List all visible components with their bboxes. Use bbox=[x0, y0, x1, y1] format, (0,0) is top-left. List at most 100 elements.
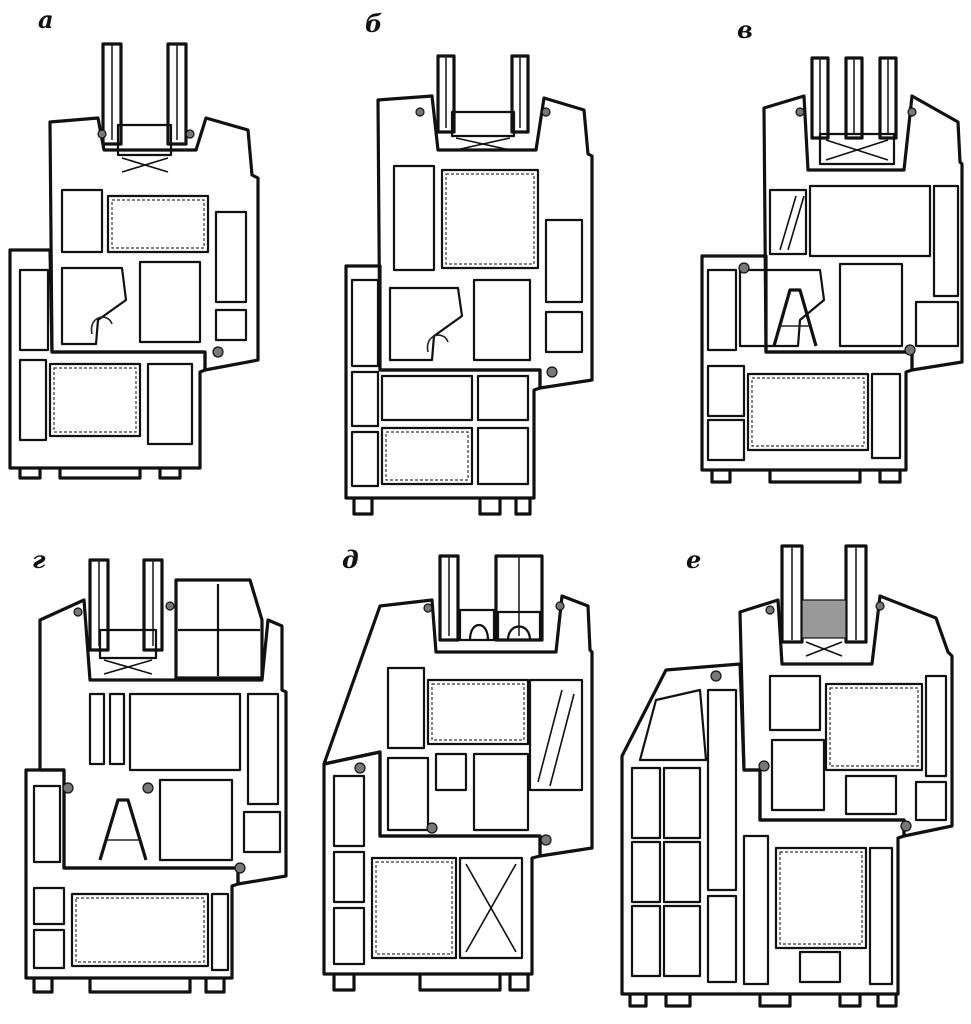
gasket bbox=[62, 782, 74, 794]
chamber bbox=[638, 688, 708, 762]
chamber bbox=[798, 950, 842, 984]
chamber bbox=[662, 840, 702, 904]
chamber bbox=[108, 692, 126, 766]
reinforcement-chamber bbox=[370, 856, 458, 960]
frame-outline bbox=[322, 750, 542, 976]
gasket bbox=[415, 107, 425, 117]
chamber bbox=[332, 774, 366, 848]
chamber bbox=[392, 164, 436, 272]
chamber bbox=[32, 928, 66, 970]
gasket bbox=[758, 760, 770, 772]
gasket bbox=[426, 822, 438, 834]
chamber bbox=[706, 688, 738, 892]
chamber bbox=[380, 374, 474, 422]
chamber bbox=[214, 308, 248, 342]
chamber bbox=[706, 418, 746, 462]
gasket bbox=[540, 834, 552, 846]
chamber bbox=[662, 904, 702, 978]
reinforcement-chamber bbox=[440, 168, 540, 270]
profile-section-a bbox=[8, 42, 260, 480]
reinforcement-chamber bbox=[380, 426, 474, 486]
panel-label-a: а bbox=[38, 5, 54, 34]
chamber bbox=[60, 266, 128, 346]
gasket bbox=[73, 607, 83, 617]
chamber bbox=[146, 362, 194, 446]
frame-outline bbox=[24, 768, 240, 980]
gasket bbox=[710, 670, 722, 682]
chamber bbox=[932, 184, 960, 298]
reinforcement-chamber bbox=[774, 846, 868, 950]
reinforcement-chamber bbox=[746, 372, 870, 452]
gasket bbox=[900, 820, 912, 832]
spacer-frame bbox=[450, 110, 516, 138]
profile-section-f bbox=[620, 544, 954, 1008]
gasket bbox=[423, 603, 433, 613]
profile-section-e bbox=[322, 554, 594, 992]
chamber bbox=[706, 894, 738, 984]
spacer-frame bbox=[818, 132, 896, 166]
chamber bbox=[738, 268, 826, 348]
profile-section-d bbox=[24, 558, 288, 994]
panel-label-c: в bbox=[737, 15, 753, 44]
sash-outline bbox=[376, 94, 594, 390]
gasket bbox=[142, 782, 154, 794]
chamber bbox=[350, 370, 380, 428]
reinforcement-chamber bbox=[106, 194, 210, 254]
chamber bbox=[770, 738, 826, 812]
gasket bbox=[765, 605, 775, 615]
chamber bbox=[528, 678, 584, 792]
chamber bbox=[158, 778, 234, 862]
stiffener-a bbox=[772, 288, 818, 347]
reinforcement-chamber bbox=[426, 678, 530, 746]
reinforcement-chamber bbox=[824, 682, 924, 772]
chamber bbox=[242, 810, 282, 854]
frame-outline bbox=[700, 254, 914, 472]
chamber bbox=[18, 268, 50, 352]
chamber bbox=[742, 834, 770, 986]
chamber bbox=[60, 188, 104, 254]
gasket bbox=[555, 601, 565, 611]
chamber bbox=[32, 784, 62, 864]
reinforcement-chamber bbox=[48, 362, 142, 438]
chamber bbox=[476, 426, 530, 486]
chamber bbox=[662, 766, 702, 840]
gasket bbox=[795, 107, 805, 117]
profile-section-b bbox=[344, 54, 594, 516]
gasket bbox=[212, 346, 224, 358]
chamber bbox=[210, 892, 230, 972]
chamber bbox=[768, 188, 808, 256]
spacer-frame bbox=[116, 123, 173, 157]
stiffener-a bbox=[98, 798, 148, 861]
gasket bbox=[165, 601, 175, 611]
chamber bbox=[630, 766, 662, 840]
gasket bbox=[546, 366, 558, 378]
panel-label-b: б bbox=[365, 9, 383, 38]
chamber bbox=[808, 184, 932, 258]
spacer-frame-filled bbox=[801, 599, 847, 639]
frame-outline bbox=[8, 248, 207, 470]
gasket bbox=[738, 262, 750, 274]
spacer-frame bbox=[98, 628, 158, 660]
gasket bbox=[541, 107, 551, 117]
chamber bbox=[388, 286, 464, 362]
chamber bbox=[768, 674, 822, 732]
chamber bbox=[128, 692, 242, 772]
panel-label-f: е bbox=[686, 545, 702, 574]
chamber bbox=[386, 666, 426, 750]
frame-outline bbox=[344, 264, 542, 500]
chamber bbox=[138, 260, 202, 344]
panel-label-e: д bbox=[342, 545, 359, 574]
chamber bbox=[386, 756, 430, 832]
chamber bbox=[214, 210, 248, 304]
gasket bbox=[97, 129, 107, 139]
chamber bbox=[544, 218, 584, 304]
gasket bbox=[234, 862, 246, 874]
chamber bbox=[544, 310, 584, 354]
chamber bbox=[350, 278, 380, 368]
chamber bbox=[18, 358, 48, 442]
gasket bbox=[354, 762, 366, 774]
chamber bbox=[476, 374, 530, 422]
chamber bbox=[706, 268, 738, 352]
